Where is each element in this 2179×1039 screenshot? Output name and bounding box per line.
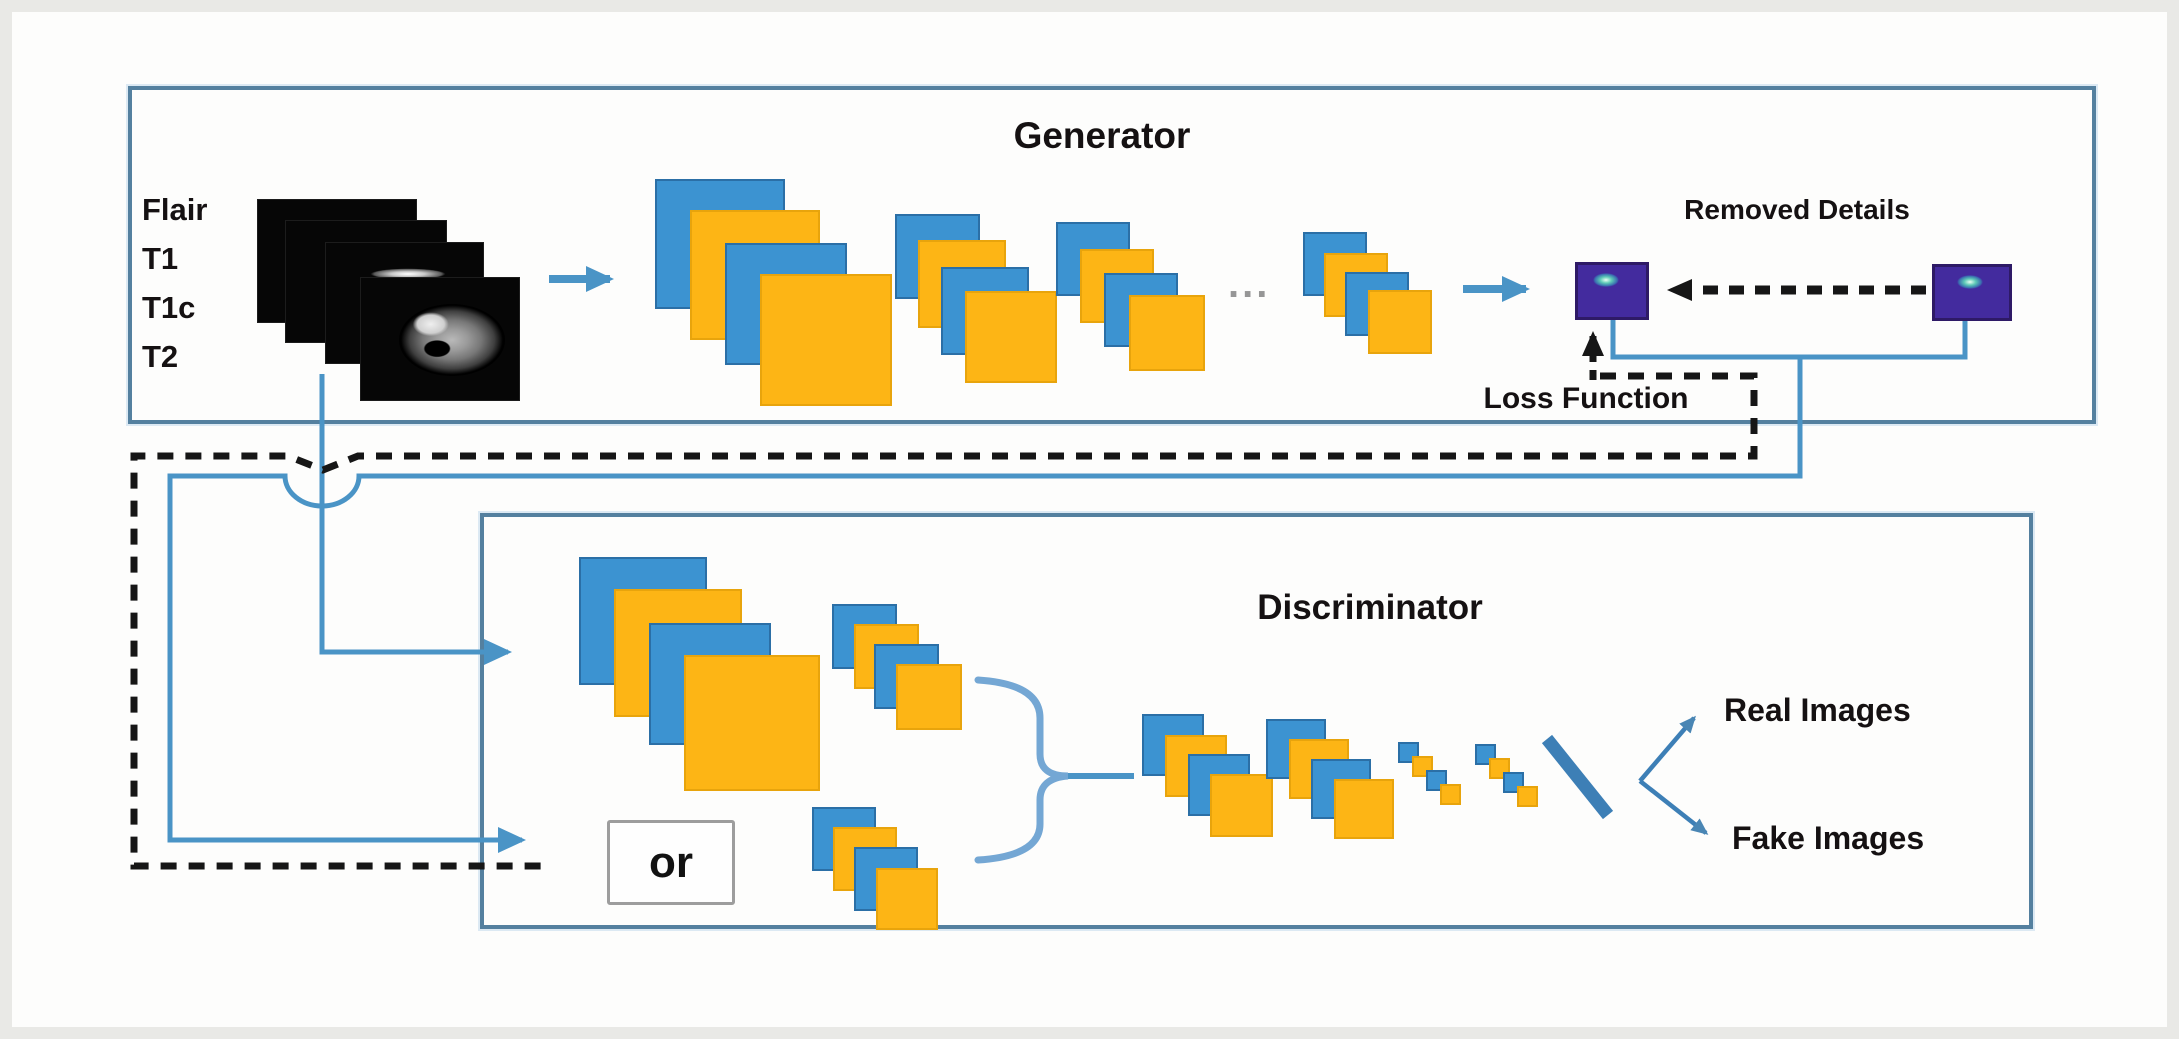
conv-layer <box>1368 290 1432 354</box>
real-branch-arrow <box>1638 715 1696 783</box>
generator-box <box>128 86 2096 424</box>
thumbnail-connector-line <box>1610 315 1968 360</box>
modality-label-flair: Flair <box>142 192 208 227</box>
real-image-flow-line <box>319 374 512 665</box>
target-image-thumbnail <box>1932 264 2012 321</box>
conv-layer <box>760 274 892 406</box>
conv-layer <box>684 655 820 791</box>
conv-layer <box>1517 786 1538 807</box>
input-modality-labels: Flair T1 T1c T2 <box>142 185 207 381</box>
thumbnail-brain-icon <box>1593 273 1619 287</box>
conv-layer <box>1129 295 1205 371</box>
discriminator-box <box>480 513 2033 929</box>
modality-label-t1: T1 <box>142 241 179 276</box>
removed-details-label: Removed Details <box>1684 194 1910 225</box>
conv-layer <box>1440 784 1461 805</box>
output-slash <box>1541 734 1614 820</box>
generated-image-thumbnail <box>1575 262 1649 320</box>
mri-slice <box>360 277 520 401</box>
conv-layer <box>896 664 962 730</box>
conv-layer <box>1334 779 1394 839</box>
thumbnail-brain-icon <box>1957 275 1983 289</box>
fake-images-label: Fake Images <box>1732 820 1925 856</box>
or-box: or <box>607 820 735 905</box>
loss-feedback-loop <box>130 372 1758 870</box>
connector-layer <box>130 266 1968 870</box>
generator-title: Generator <box>1013 115 1191 156</box>
or-label: or <box>649 837 693 887</box>
real-images-label: Real Images <box>1724 692 1911 728</box>
discriminator-title: Discriminator <box>1257 588 1483 627</box>
conv-layer <box>876 868 938 930</box>
conv-layer <box>1210 774 1273 837</box>
brain-scan-image <box>399 304 505 376</box>
modality-label-t2: T2 <box>142 339 179 374</box>
ellipsis-dots: ... <box>1228 262 1271 306</box>
diagram-canvas: Generator Discriminator Flair T1 T1c T2 … <box>12 12 2167 1027</box>
fake-branch-arrow <box>1638 779 1709 835</box>
loss-function-label: Loss Function <box>1483 382 1689 415</box>
merge-brace <box>974 676 1069 864</box>
fake-image-flow-line <box>167 357 1803 853</box>
modality-label-t1c: T1c <box>142 290 196 325</box>
conv-layer <box>965 291 1057 383</box>
